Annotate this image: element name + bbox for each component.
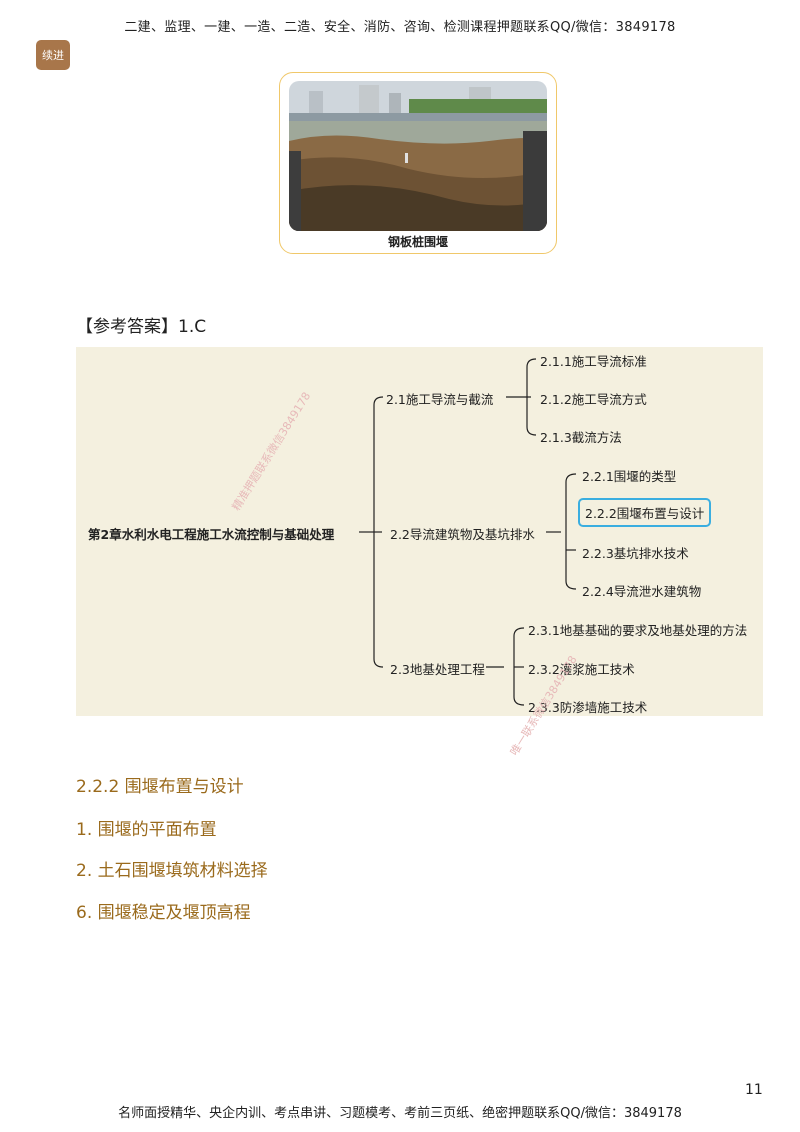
mind-map-root: 第2章水利水电工程施工水流控制与基础处理	[88, 527, 335, 542]
section-item: 6. 围堰稳定及堰顶高程	[76, 903, 251, 923]
mind-map-leaf-2-1-1: 2.1.1施工导流标准	[540, 354, 647, 369]
section-heading: 2.2.2 围堰布置与设计	[76, 777, 244, 797]
figure-card: 钢板桩围堰	[279, 72, 557, 254]
mind-map: 第2章水利水电工程施工水流控制与基础处理 2.1施工导流与截流 2.1.1施工导…	[76, 347, 763, 716]
mind-map-leaf-2-3-3: 2.3.3防渗墙施工技术	[528, 700, 648, 715]
mind-map-leaf-2-3-2: 2.3.2灌浆施工技术	[528, 662, 635, 677]
mind-map-leaf-2-2-2-highlighted: 2.2.2围堰布置与设计	[578, 498, 712, 527]
mind-map-leaf-2-2-4: 2.2.4导流泄水建筑物	[582, 584, 702, 599]
page-header: 二建、监理、一建、一造、二造、安全、消防、咨询、检测课程押题联系QQ/微信：38…	[124, 20, 676, 35]
mind-map-leaf-2-1-3: 2.1.3截流方法	[540, 430, 622, 445]
mind-map-branch-2-2: 2.2导流建筑物及基坑排水	[390, 527, 535, 542]
mind-map-branch-2-1: 2.1施工导流与截流	[386, 392, 494, 407]
section-item: 1. 围堰的平面布置	[76, 820, 217, 840]
section-item: 2. 土石围堰填筑材料选择	[76, 861, 268, 881]
brand-logo: 续进	[36, 40, 70, 70]
mind-map-leaf-2-2-3: 2.2.3基坑排水技术	[582, 546, 689, 561]
photo-illustration	[289, 81, 547, 231]
figure-caption: 钢板桩围堰	[387, 235, 448, 249]
mind-map-branch-2-3: 2.3地基处理工程	[390, 662, 485, 677]
steel-sheet-pile-photo	[289, 81, 547, 231]
reference-answer: 【参考答案】1.C	[76, 317, 207, 337]
mind-map-leaf-2-3-1: 2.3.1地基基础的要求及地基处理的方法	[528, 623, 748, 638]
mind-map-connectors	[359, 358, 577, 706]
page-number: 11	[745, 1082, 763, 1098]
mind-map-leaf-2-1-2: 2.1.2施工导流方式	[540, 392, 647, 407]
page-footer: 名师面授精华、央企内训、考点串讲、习题模考、考前三页纸、绝密押题联系QQ/微信：…	[118, 1106, 682, 1121]
mind-map-leaf-2-2-1: 2.2.1围堰的类型	[582, 469, 677, 484]
